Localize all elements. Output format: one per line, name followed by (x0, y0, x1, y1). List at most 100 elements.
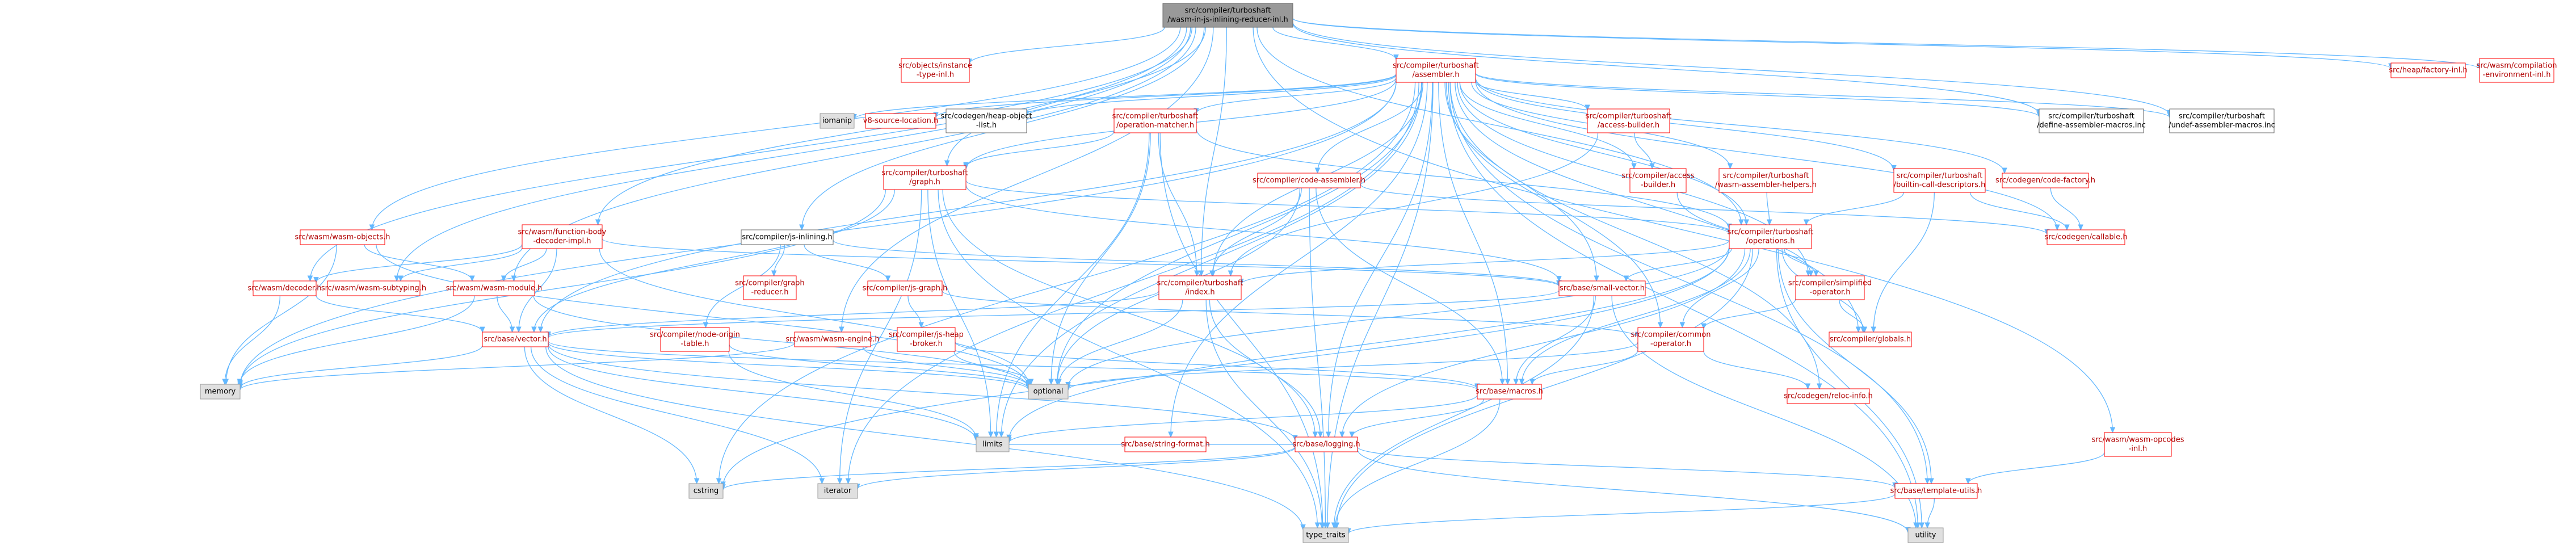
node-wasm_objects[interactable]: src/wasm/wasm-objects.h (295, 229, 390, 245)
edge-wasm_opcodes_inl-to-template_utils (1968, 452, 2105, 484)
edge-assembler-to-optional (1057, 82, 1422, 385)
node-wasm_assembler_helpers[interactable]: src/compiler/turboshaft/wasm-assembler-h… (1715, 168, 1817, 193)
edge-base_macros-to-type_traits (1334, 398, 1501, 528)
node-ts_access_builder[interactable]: src/compiler/turboshaft/access-builder.h (1586, 108, 1672, 133)
edge-root-to-wasm_subtyping (396, 27, 1191, 282)
node-label-ts_access_builder-0: src/compiler/turboshaft (1586, 112, 1672, 121)
node-base_vector[interactable]: src/base/vector.h (482, 331, 549, 347)
node-compiler_access_builder[interactable]: src/compiler/access-builder.h (1621, 168, 1695, 193)
node-label-code_factory-0: src/codegen/code-factory.h (1995, 177, 2095, 185)
node-box-base_logging (1295, 436, 1358, 452)
node-label-small_vector-0: src/base/small-vector.h (1560, 284, 1645, 293)
arrowhead-root-to-wasm_subtyping (394, 275, 400, 282)
node-function_body_decoder_impl[interactable]: src/wasm/function-body-decoder-impl.h (518, 224, 607, 249)
edge-base_vector-to-base_macros (548, 341, 1478, 391)
node-label-wasm_opcodes_inl-0: src/wasm/wasm-opcodes (2091, 436, 2184, 444)
node-label-wasm_subtyping-0: src/wasm/wasm-subtyping.h (321, 284, 426, 293)
node-code_factory[interactable]: src/codegen/code-factory.h (1995, 173, 2095, 188)
node-label-iomanip-0: iomanip (822, 117, 852, 125)
node-box-simplified_operator (1795, 275, 1865, 300)
node-node_origin_table[interactable]: src/compiler/node-origin-table.h (650, 327, 740, 352)
node-objects_instance_type_inl[interactable]: src/objects/instance-type-inl.h (898, 58, 972, 83)
node-label-string_format-0: src/base/string-format.h (1121, 440, 1209, 449)
node-operations[interactable]: src/compiler/turboshaft/operations.h (1728, 224, 1814, 249)
node-graph[interactable]: src/compiler/turboshaft/graph.h (882, 165, 968, 190)
arrowhead-assembler-to-iterator (845, 478, 851, 485)
node-builtin_call_descriptors[interactable]: src/compiler/turboshaft/builtin-call-des… (1893, 168, 1986, 193)
node-undef_assembler_macros[interactable]: src/compiler/turboshaft/undef-assembler-… (2169, 108, 2275, 133)
node-box-operation_matcher (1113, 108, 1197, 133)
node-box-optional (1028, 384, 1069, 400)
node-box-objects_instance_type_inl (901, 58, 970, 83)
node-simplified_operator[interactable]: src/compiler/simplified-operator.h (1788, 275, 1872, 300)
edge-base_vector-to-type_traits (545, 346, 1304, 530)
node-box-undef_assembler_macros (2169, 108, 2275, 133)
node-v8_source_location[interactable]: v8-source-location.h (863, 113, 938, 129)
edge-operation_matcher-to-graph (965, 131, 1115, 168)
node-assembler[interactable]: src/compiler/turboshaft/assembler.h (1393, 58, 1479, 83)
node-box-v8_source_location (865, 113, 936, 129)
node-wasm_decoder[interactable]: src/wasm/decoder.h (248, 280, 322, 296)
node-base_logging[interactable]: src/base/logging.h (1292, 436, 1360, 452)
node-box-js_heap_broker (897, 327, 956, 352)
node-label-operations-0: src/compiler/turboshaft (1728, 228, 1814, 237)
node-label-codegen_callable-0: src/codegen/callable.h (2044, 233, 2127, 242)
node-wasm_module[interactable]: src/wasm/wasm-module.h (446, 280, 543, 296)
edge-wasm_decoder-to-base_vector (316, 295, 483, 333)
edge-ts_index-to-optional (1058, 299, 1183, 385)
node-codegen_heap_object_list[interactable]: src/codegen/heap-object-list.h (940, 108, 1032, 133)
edge-wasm_objects-to-wasm_module (364, 244, 473, 282)
node-js_heap_broker[interactable]: src/compiler/js-heap-broker.h (889, 327, 964, 352)
node-small_vector[interactable]: src/base/small-vector.h (1558, 280, 1646, 296)
node-label-wasm_objects-0: src/wasm/wasm-objects.h (295, 233, 390, 242)
arrowhead-assembler-to-compiler_globals (1855, 326, 1861, 333)
edge-assembler-to-template_utils (1449, 82, 1928, 484)
node-common_operator[interactable]: src/compiler/common-operator.h (1631, 327, 1711, 352)
edge-code_assembler-to-type_traits (1309, 187, 1326, 528)
node-label-code_assembler-0: src/compiler/code-assembler.h (1253, 177, 1365, 185)
edge-graph-to-limits (927, 189, 991, 438)
node-wasm_engine[interactable]: src/wasm/wasm-engine.h (785, 331, 880, 347)
node-heap_factory_inl[interactable]: src/heap/factory-inl.h (2389, 62, 2468, 78)
node-operation_matcher[interactable]: src/compiler/turboshaft/operation-matche… (1112, 108, 1199, 133)
nodes-layer: src/compiler/turboshaft/wasm-in-js-inlin… (200, 3, 2557, 543)
arrowhead-code_assembler-to-base_macros (1499, 379, 1505, 385)
edge-ts_index-to-base_logging (1209, 299, 1321, 438)
node-wasm_opcodes_inl[interactable]: src/wasm/wasm-opcodes-inl.h (2091, 432, 2184, 457)
node-ts_index[interactable]: src/compiler/turboshaft/index.h (1157, 275, 1243, 300)
node-label-node_origin_table-1: -table.h (681, 340, 709, 349)
node-label-js_heap_broker-0: src/compiler/js-heap (889, 331, 964, 339)
node-reloc_info[interactable]: src/codegen/reloc-info.h (1784, 388, 1873, 404)
node-code_assembler[interactable]: src/compiler/code-assembler.h (1253, 173, 1365, 188)
arrowhead-js_inlining-to-js_graph (885, 275, 891, 282)
node-codegen_callable[interactable]: src/codegen/callable.h (2044, 229, 2128, 245)
edge-js_inlining-to-node_origin_table (705, 244, 781, 328)
node-string_format[interactable]: src/base/string-format.h (1121, 436, 1210, 452)
edge-root-to-undef_assembler_macros (1292, 22, 2170, 116)
node-box-wasm_decoder (253, 280, 317, 296)
arrowhead-graph-to-base_vector (531, 326, 537, 333)
edge-base_macros-to-base_logging (1351, 398, 1485, 438)
edge-operations-to-common_operator (1682, 248, 1759, 328)
node-label-ts_index-1: /index.h (1185, 288, 1215, 297)
edge-assembler-to-operations (1459, 82, 1747, 225)
arrowhead-root-to-wasm_engine (839, 326, 844, 333)
edge-operations-to-utility (1776, 248, 1922, 528)
edge-node_origin_table-to-limits (728, 351, 977, 439)
node-base_macros[interactable]: src/base/macros.h (1476, 384, 1543, 400)
node-box-heap_factory_inl (2390, 62, 2466, 78)
node-compiler_globals[interactable]: src/compiler/globals.h (1829, 331, 1912, 347)
node-template_utils[interactable]: src/base/template-utils.h (1890, 483, 1982, 499)
node-label-node_origin_table-0: src/compiler/node-origin (650, 331, 740, 339)
node-js_graph[interactable]: src/compiler/js-graph.h (863, 280, 948, 296)
node-label-js_inlining-0: src/compiler/js-inlining.h (742, 233, 832, 242)
node-graph_reducer[interactable]: src/compiler/graph-reducer.h (735, 275, 805, 300)
node-wasm_subtyping[interactable]: src/wasm/wasm-subtyping.h (321, 280, 426, 296)
node-define_assembler_macros[interactable]: src/compiler/turboshaft/define-assembler… (2037, 108, 2146, 133)
node-wasm_compilation_env_inl[interactable]: src/wasm/compilation-environment-inl.h (2477, 58, 2557, 83)
node-label-memory-0: memory (205, 388, 236, 396)
edge-base_macros-to-limits (1008, 394, 1478, 443)
node-box-function_body_decoder_impl (522, 224, 603, 249)
arrowhead-function_body_decoder_impl-to-wasm_decoder (313, 277, 319, 283)
node-js_inlining[interactable]: src/compiler/js-inlining.h (741, 229, 834, 245)
